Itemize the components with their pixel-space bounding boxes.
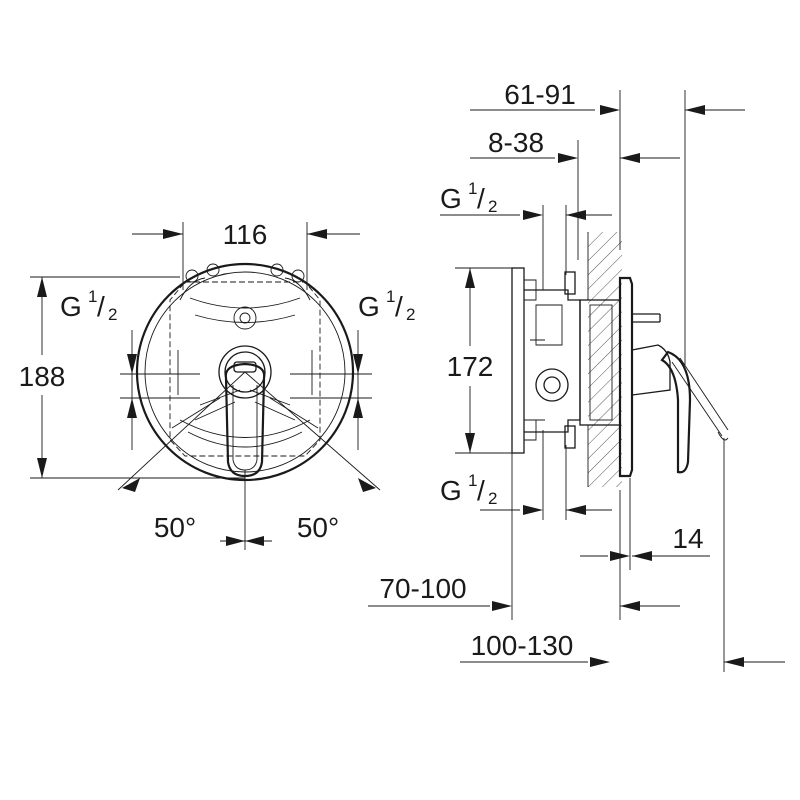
svg-text:/: / (477, 475, 485, 506)
dim-14: 14 (580, 478, 710, 570)
svg-text:2: 2 (108, 305, 117, 324)
svg-text:1: 1 (468, 179, 477, 198)
dim-172: 172 (436, 267, 512, 454)
inlet-top: G 1 / 2 (440, 179, 612, 290)
dim-14-label: 14 (672, 523, 703, 554)
valve-body-side (524, 271, 621, 449)
dim-116: 116 (132, 219, 360, 290)
dim-70-100-label: 70-100 (379, 573, 466, 604)
svg-text:G: G (358, 291, 380, 322)
cross-arms (171, 389, 319, 429)
wall-hatch (588, 232, 622, 487)
svg-text:1: 1 (88, 287, 97, 306)
dim-100-130-label: 100-130 (471, 630, 574, 661)
svg-text:1: 1 (386, 287, 395, 306)
front-view: 116 188 G 1 / 2 G 1 / (8, 219, 415, 550)
height-dim-label: 188 (19, 361, 66, 392)
lever-handle (218, 345, 272, 478)
angle-left-label: 50° (154, 512, 196, 543)
angle-dims: 50° 50° (117, 371, 381, 546)
svg-text:2: 2 (406, 305, 415, 324)
dim-100-130: 100-130 (460, 438, 785, 672)
svg-text:2: 2 (488, 489, 497, 508)
svg-text:2: 2 (488, 197, 497, 216)
dim-70-100: 70-100 (368, 453, 680, 620)
width-dim-label: 116 (223, 219, 268, 250)
mounting-bosses (179, 263, 311, 301)
escutcheon-side (618, 276, 661, 478)
svg-text:G: G (60, 291, 82, 322)
lever-side (631, 344, 729, 474)
angle-right-label: 50° (297, 512, 339, 543)
dim-8-38: 8-38 (470, 127, 680, 260)
svg-text:/: / (395, 291, 403, 322)
dim-61-91-label: 61-91 (504, 79, 576, 110)
inlet-bottom: G 1 / 2 (440, 430, 612, 520)
svg-text:/: / (477, 183, 485, 214)
inlet-left: G 1 / 2 (60, 287, 200, 450)
svg-text:G: G (440, 475, 462, 506)
height-172-label: 172 (447, 351, 494, 382)
valve-body-outline (169, 281, 321, 457)
inlet-right: G 1 / 2 (290, 287, 415, 450)
svg-text:G: G (440, 183, 462, 214)
dim-61-91: 61-91 (470, 79, 745, 365)
svg-text:1: 1 (468, 471, 477, 490)
dim-188: 188 (8, 276, 245, 479)
side-view: 61-91 8-38 G 1 / 2 (368, 79, 785, 672)
svg-text:/: / (97, 291, 105, 322)
dim-8-38-label: 8-38 (488, 127, 544, 158)
mounting-plate (511, 267, 537, 454)
